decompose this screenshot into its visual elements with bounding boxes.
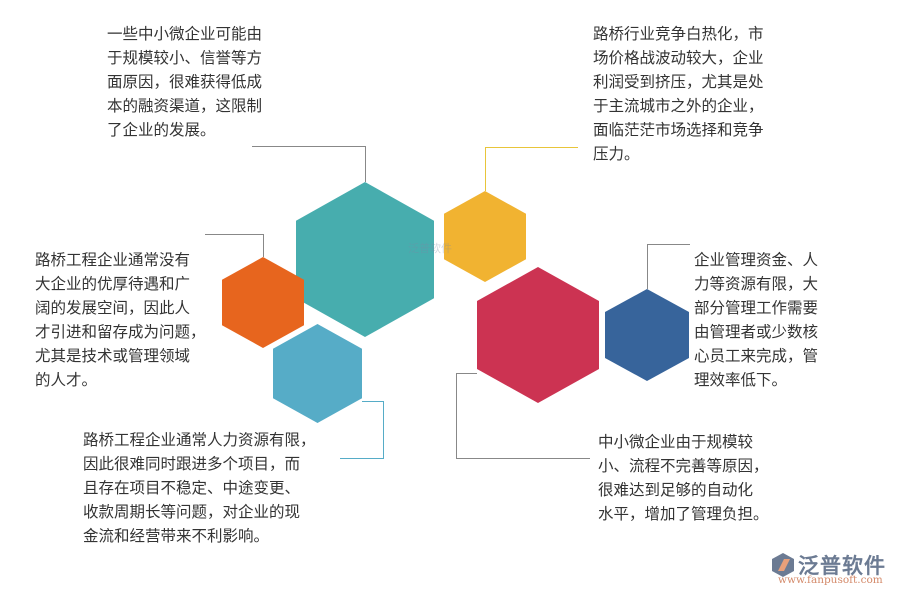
text-line: 场价格战波动较大，企业 xyxy=(593,49,764,67)
connector-top-left xyxy=(252,146,366,182)
connector-bottom-left xyxy=(340,401,384,459)
hexagon-orange xyxy=(222,257,304,348)
text-line: 且存在项目不稳定、中途变更、 xyxy=(83,479,301,497)
hexagon-yellow xyxy=(444,191,526,282)
text-line: 阔的发展空间，因此人 xyxy=(35,299,191,317)
text-block-top-left: 一些中小微企业可能由 于规模较小、信誉等方 面原因，很难获得低成 本的融资渠道，… xyxy=(107,22,262,142)
text-line: 路桥行业竞争白热化，市 xyxy=(593,25,764,43)
text-line: 部分管理工作需要 xyxy=(694,299,819,317)
hexagon-navy xyxy=(605,289,689,381)
text-line: 收款周期长等问题，对企业的现 xyxy=(83,503,301,521)
text-line: 水平，增加了管理负担。 xyxy=(598,505,769,523)
hexagon-crimson xyxy=(477,267,599,403)
text-line: 路桥工程企业通常人力资源有限， xyxy=(83,431,316,449)
text-line: 因此很难同时跟进多个项目，而 xyxy=(83,455,301,473)
hexagon-light-blue xyxy=(273,324,362,423)
text-line: 利润受到挤压，尤其是处 xyxy=(593,73,764,91)
text-line: 金流和经营带来不利影响。 xyxy=(83,527,270,545)
text-line: 理效率低下。 xyxy=(694,371,788,389)
text-line: 中小微企业由于规模较 xyxy=(598,433,754,451)
text-line: 压力。 xyxy=(593,145,640,163)
text-line: 小、流程不完善等原因， xyxy=(598,457,769,475)
text-line: 企业管理资金、人 xyxy=(694,251,819,269)
text-line: 路桥工程企业通常没有 xyxy=(35,251,191,269)
text-line: 面临茫茫市场选择和竞争 xyxy=(593,121,764,139)
text-line: 力等资源有限，大 xyxy=(694,275,819,293)
text-block-middle-left: 路桥工程企业通常没有 大企业的优厚待遇和广 阔的发展空间，因此人 才引进和留存成… xyxy=(35,248,206,392)
connector-middle-left xyxy=(205,234,264,257)
connector-top-right xyxy=(485,147,578,191)
text-line: 一些中小微企业可能由 xyxy=(107,25,263,43)
connector-middle-right xyxy=(647,244,690,289)
text-line: 的人才。 xyxy=(35,371,98,389)
text-block-bottom-right: 中小微企业由于规模较 小、流程不完善等原因， 很难达到足够的自动化 水平，增加了… xyxy=(598,430,769,526)
text-block-bottom-left: 路桥工程企业通常人力资源有限， 因此很难同时跟进多个项目，而 且存在项目不稳定、… xyxy=(83,428,316,548)
text-line: 于主流城市之外的企业， xyxy=(593,97,764,115)
text-block-top-right: 路桥行业竞争白热化，市 场价格战波动较大，企业 利润受到挤压，尤其是处 于主流城… xyxy=(593,22,764,166)
connector-bottom-right xyxy=(456,373,590,459)
text-line: 本的融资渠道，这限制 xyxy=(107,97,263,115)
text-line: 由管理者或少数核 xyxy=(694,323,819,341)
text-line: 才引进和留存成为问题， xyxy=(35,323,206,341)
watermark: 泛普软件 xyxy=(408,240,452,256)
text-line: 了企业的发展。 xyxy=(107,121,216,139)
watermark-text: 泛普软件 xyxy=(408,242,452,255)
text-line: 于规模较小、信誉等方 xyxy=(107,49,263,67)
text-line: 很难达到足够的自动化 xyxy=(598,481,754,499)
logo-url: www.fanpusoft.com xyxy=(778,574,883,586)
hexagon-teal xyxy=(296,182,434,337)
text-line: 大企业的优厚待遇和广 xyxy=(35,275,191,293)
logo-icon xyxy=(772,553,794,577)
text-block-middle-right: 企业管理资金、人 力等资源有限，大 部分管理工作需要 由管理者或少数核 心员工来… xyxy=(694,248,818,392)
text-line: 心员工来完成，管 xyxy=(694,347,819,365)
text-line: 面原因，很难获得低成 xyxy=(107,73,263,91)
logo-name: 泛普软件 xyxy=(798,554,886,578)
text-line: 尤其是技术或管理领域 xyxy=(35,347,191,365)
